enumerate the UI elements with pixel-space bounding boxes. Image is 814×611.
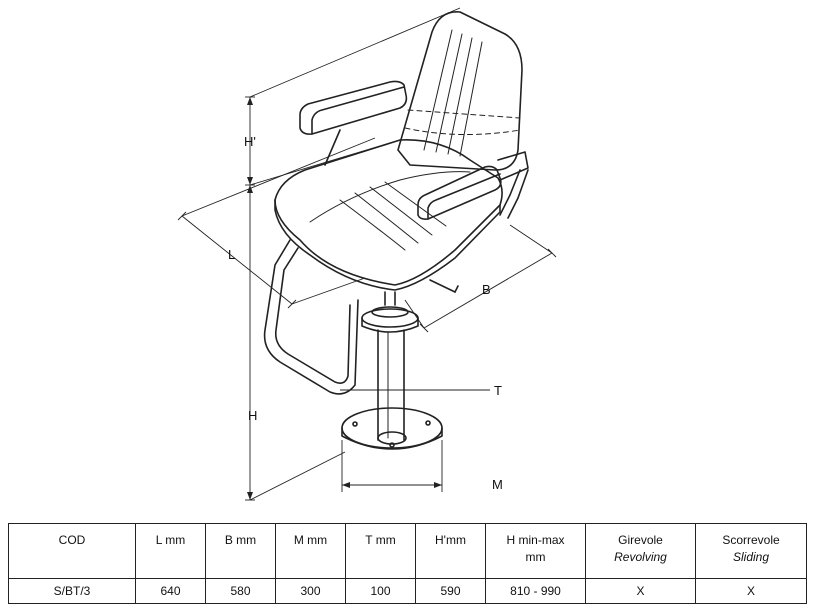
left-armrest bbox=[299, 80, 408, 135]
header-cod: COD bbox=[8, 523, 136, 579]
cell-cod: S/BT/3 bbox=[8, 578, 136, 604]
header-text: L mm bbox=[155, 533, 186, 547]
header-text: B mm bbox=[224, 533, 257, 547]
label-h: H bbox=[248, 408, 257, 423]
header-text: Scorrevole bbox=[722, 533, 780, 547]
dimension-line-b bbox=[423, 252, 553, 329]
dimension-line-l bbox=[181, 215, 293, 305]
header-m-mm: M mm bbox=[275, 523, 346, 579]
seat-cushion bbox=[274, 139, 503, 286]
header-l-mm: L mm bbox=[135, 523, 206, 579]
header-t-mm: T mm bbox=[345, 523, 416, 579]
backrest bbox=[397, 11, 523, 171]
header-text-english: Revolving bbox=[614, 550, 667, 564]
cell-b: 580 bbox=[205, 578, 276, 604]
header-text: H min-max bbox=[506, 533, 565, 547]
label-m: M bbox=[492, 477, 503, 492]
cell-l: 640 bbox=[135, 578, 206, 604]
cell-t: 100 bbox=[345, 578, 416, 604]
label-h-prime: H' bbox=[244, 134, 256, 149]
cell-h-range: 810 - 990 bbox=[485, 578, 586, 604]
label-l: L bbox=[228, 247, 235, 262]
label-t: T bbox=[494, 383, 502, 398]
header-text: H'mm bbox=[435, 533, 466, 547]
header-h-prime-mm: H'mm bbox=[415, 523, 486, 579]
table-row: S/BT/3 640 580 300 100 590 810 - 990 X X bbox=[8, 578, 807, 604]
cell-h-prime: 590 bbox=[415, 578, 486, 604]
header-revolving: Girevole Revolving bbox=[585, 523, 696, 579]
tubular-frame bbox=[263, 239, 359, 395]
cell-revolving: X bbox=[585, 578, 696, 604]
header-h-min-max: H min-max mm bbox=[485, 523, 586, 579]
label-b: B bbox=[482, 282, 491, 297]
header-b-mm: B mm bbox=[205, 523, 276, 579]
cell-sliding: X bbox=[695, 578, 807, 604]
header-text: T mm bbox=[365, 533, 396, 547]
header-text-unit: mm bbox=[525, 550, 546, 564]
header-text: M mm bbox=[293, 533, 328, 547]
swivel-ring bbox=[361, 308, 419, 328]
cell-m: 300 bbox=[275, 578, 346, 604]
header-text: COD bbox=[58, 533, 86, 547]
header-sliding: Scorrevole Sliding bbox=[695, 523, 807, 579]
specification-table: COD L mm B mm M mm T mm H'mm H min-max m… bbox=[8, 523, 807, 604]
header-text: Girevole bbox=[618, 533, 663, 547]
header-text-english: Sliding bbox=[732, 550, 770, 564]
table-header-row: COD L mm B mm M mm T mm H'mm H min-max m… bbox=[8, 523, 807, 579]
right-armrest bbox=[417, 165, 502, 220]
chair-technical-drawing: H' L B T H M bbox=[177, 7, 557, 501]
